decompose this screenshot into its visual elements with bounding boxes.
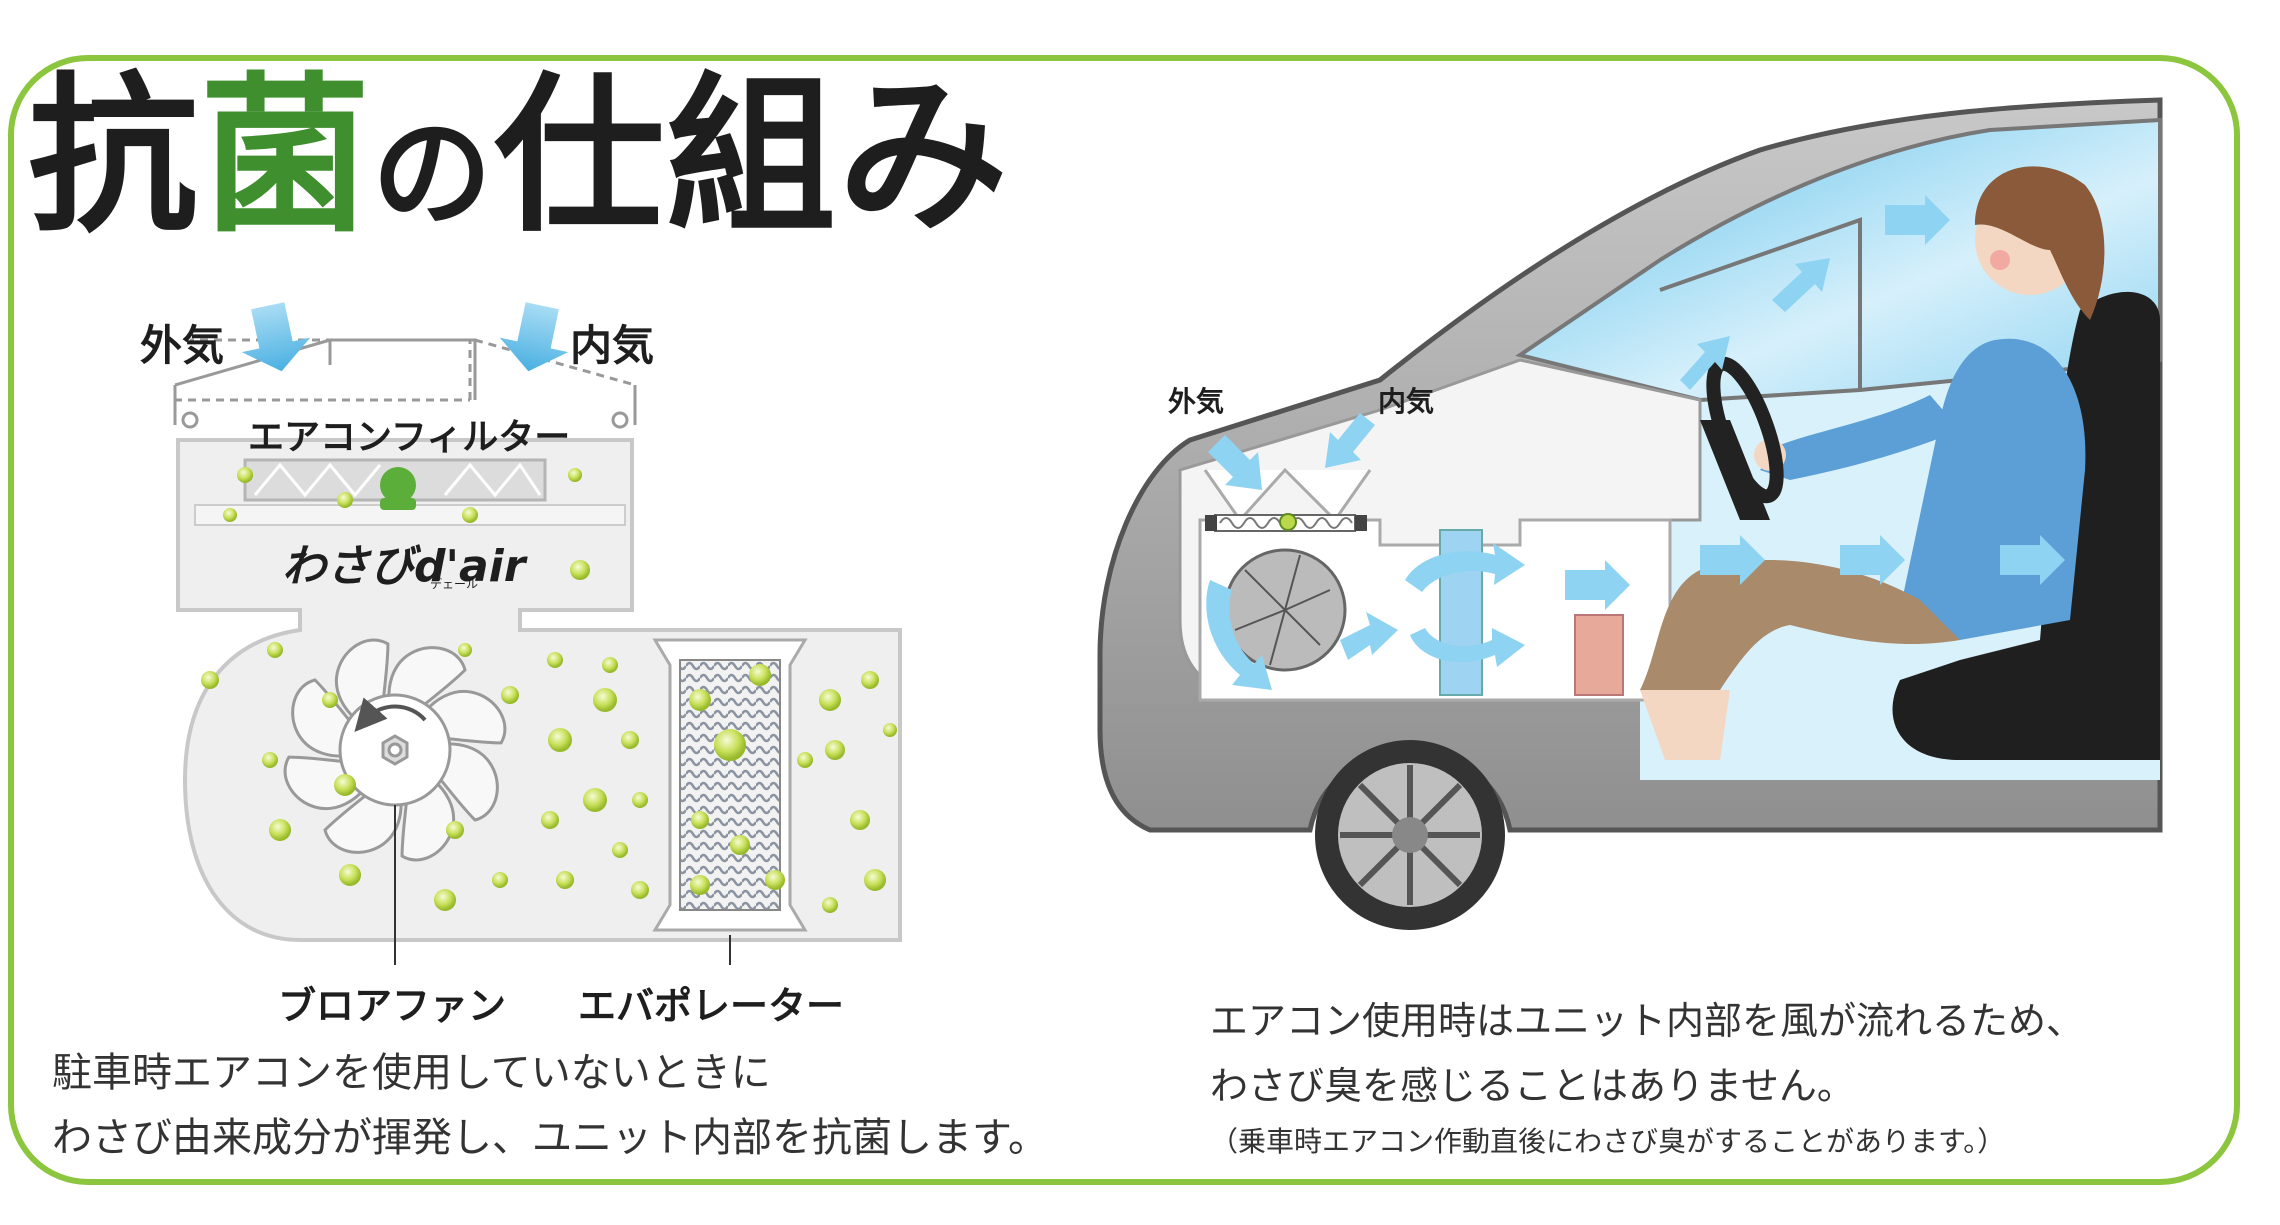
right-caption-note: （乗車時エアコン作動直後にわさび臭がすることがあります。） [1210, 1125, 2006, 1158]
brand-logo-text: わさびd'air [282, 541, 526, 592]
blower-fan-label: ブロアファン [278, 984, 507, 1028]
outside-air-label: 外気 [140, 321, 225, 370]
blower-fan-icon [283, 638, 507, 862]
brand-logo-subtext: デェール [430, 577, 479, 591]
page-title: 抗菌の仕組み [28, 72, 1010, 242]
title-shikumi: 仕組み [494, 58, 1011, 256]
evaporator-label: エバポレーター [578, 984, 845, 1028]
left-caption-line-2: わさび由来成分が揮発し、ユニット内部を抗菌します。 [52, 1115, 1048, 1161]
right-caption-line-2: わさび臭を感じることはありません。 [1210, 1064, 1855, 1108]
wasabi-particles [201, 467, 897, 913]
airflow-arrows [1206, 195, 2065, 690]
title-char-kin: 菌 [200, 58, 373, 256]
right-caption-line-1: エアコン使用時はユニット内部を風が流れるため、 [1210, 999, 2085, 1043]
title-char-no: の [372, 105, 495, 244]
car-outside-air-label: 外気 [1168, 385, 1225, 418]
left-caption-line-1: 駐車時エアコンを使用していないときに [52, 1050, 771, 1096]
inside-air-label: 内気 [570, 321, 655, 370]
car-inside-air-label: 内気 [1378, 385, 1435, 418]
title-char-kou: 抗 [28, 58, 201, 256]
air-filter-label: エアコンフィルター [248, 417, 571, 458]
